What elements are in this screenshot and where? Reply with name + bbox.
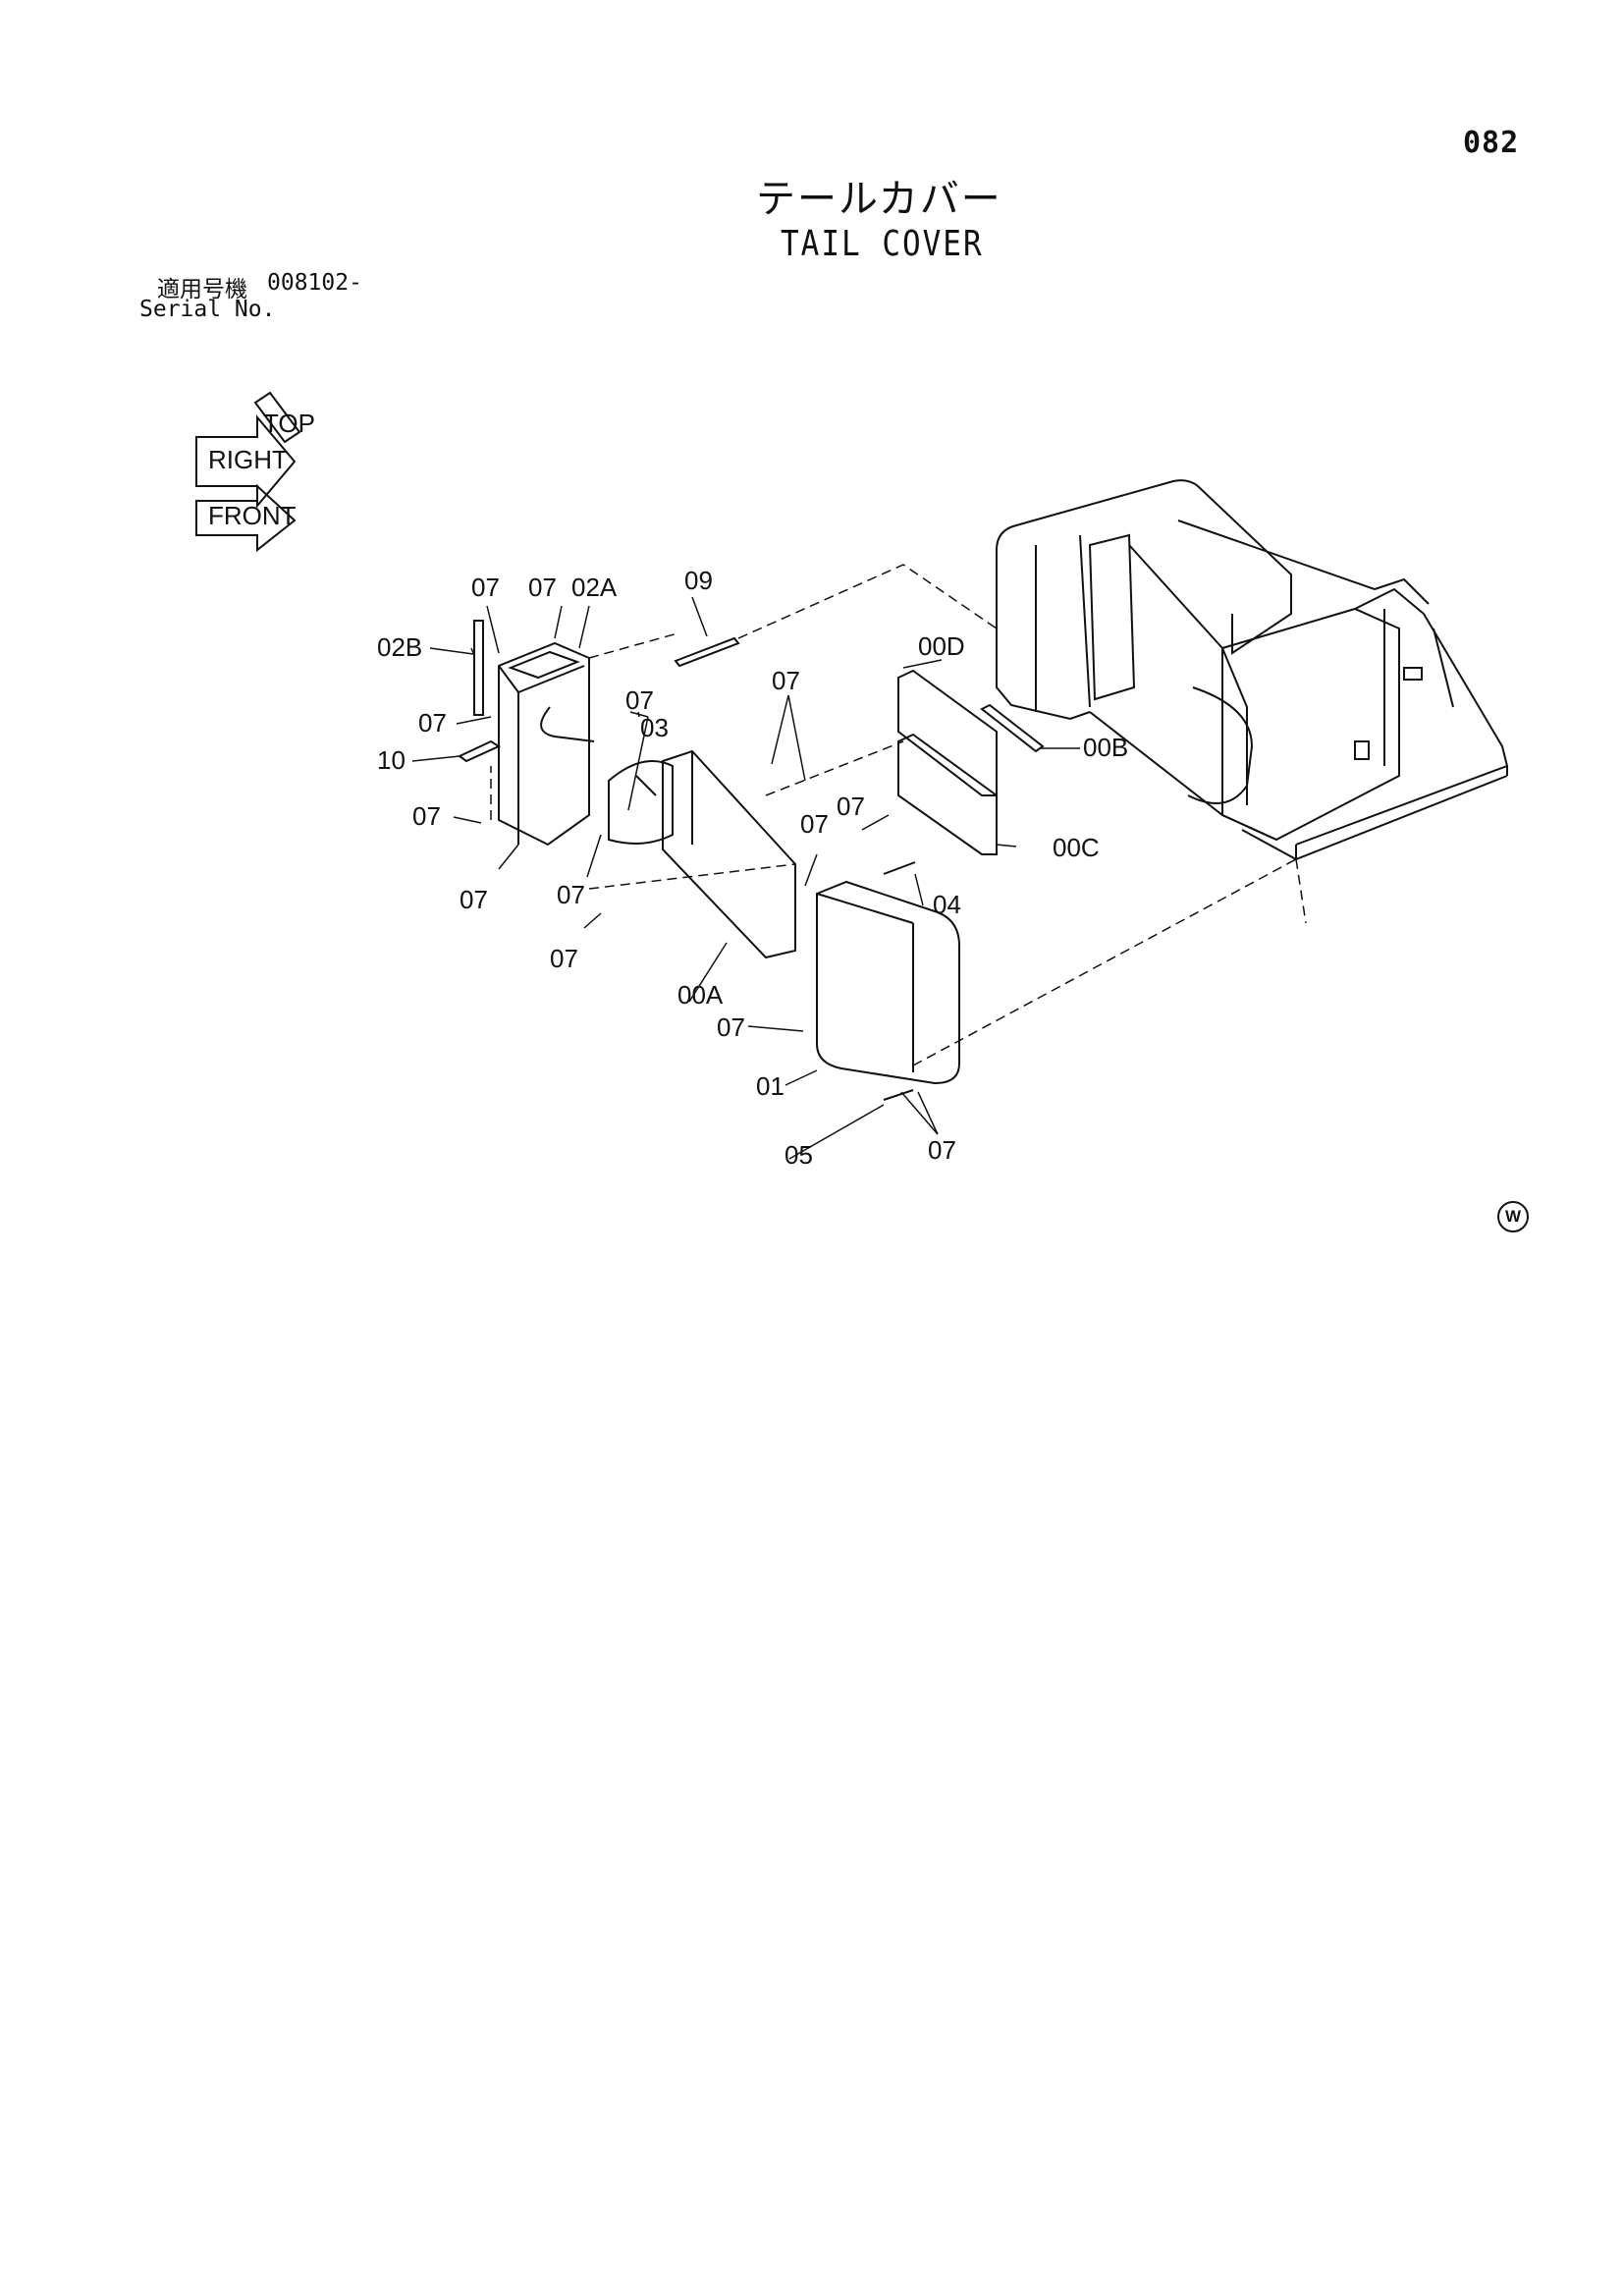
callout-07-m: 07 bbox=[928, 1135, 956, 1165]
orientation-label-right: RIGHT bbox=[208, 445, 288, 474]
callout-00B: 00B bbox=[1083, 733, 1128, 762]
callout-10: 10 bbox=[377, 745, 406, 775]
callout-02B: 02B bbox=[377, 632, 422, 662]
callout-07-a: 07 bbox=[471, 573, 500, 602]
part-03-guard bbox=[608, 760, 674, 845]
callout-04: 04 bbox=[933, 890, 961, 919]
part-05-plate bbox=[883, 1089, 914, 1101]
serial-value: 008102- bbox=[267, 270, 362, 296]
part-09-bar bbox=[674, 636, 740, 668]
part-02A-side-cover bbox=[498, 641, 595, 847]
orientation-label-front: FRONT bbox=[208, 501, 297, 530]
part-00A-panel bbox=[662, 749, 796, 959]
callout-02A: 02A bbox=[571, 573, 618, 602]
callout-07-k: 07 bbox=[837, 792, 865, 821]
callout-00C: 00C bbox=[1053, 833, 1100, 862]
callout-07-c: 07 bbox=[625, 685, 654, 715]
callout-07-e: 07 bbox=[412, 801, 441, 831]
callout-07-j: 07 bbox=[800, 809, 829, 839]
callout-05: 05 bbox=[784, 1140, 813, 1170]
title-japanese: テールカバー bbox=[756, 177, 1002, 222]
callout-00D: 00D bbox=[918, 631, 965, 661]
callout-07-g: 07 bbox=[557, 880, 585, 909]
callout-01: 01 bbox=[756, 1071, 784, 1101]
part-01-rear-cover bbox=[816, 880, 960, 1085]
part-04-plate bbox=[883, 861, 916, 875]
part-00B-strip bbox=[980, 703, 1045, 753]
serial-label-japanese: 適用号機 bbox=[157, 277, 247, 302]
callout-07-i: 07 bbox=[772, 666, 800, 695]
orientation-arrow-front bbox=[195, 483, 297, 553]
callout-07-b: 07 bbox=[528, 573, 557, 602]
part-00C-panel bbox=[897, 733, 998, 855]
callout-07-d: 07 bbox=[418, 708, 447, 738]
page-number: 082 bbox=[1463, 126, 1520, 160]
callout-07-l: 07 bbox=[717, 1012, 745, 1042]
part-10-bracket bbox=[458, 739, 502, 763]
part-02B-strip bbox=[473, 620, 484, 716]
orientation-label-top: TOP bbox=[263, 409, 315, 438]
orientation-arrow-top bbox=[253, 391, 301, 444]
callout-07-h: 07 bbox=[550, 944, 578, 973]
callout-09: 09 bbox=[684, 566, 713, 595]
watermark-symbol: W bbox=[1497, 1201, 1529, 1232]
title-english: TAIL COVER bbox=[781, 224, 984, 265]
orientation-arrow-body bbox=[195, 414, 297, 509]
part-00D-panel bbox=[897, 669, 998, 796]
upperstructure-frame bbox=[996, 479, 1509, 861]
callout-00A: 00A bbox=[677, 980, 724, 1010]
callout-03: 03 bbox=[640, 713, 669, 742]
orientation-indicator: RIGHT TOP FRONT bbox=[195, 391, 315, 553]
callout-07-f: 07 bbox=[460, 885, 488, 914]
serial-label-english: Serial No. bbox=[139, 297, 276, 322]
callout-leaders bbox=[411, 596, 1080, 1160]
assembly-lines bbox=[490, 564, 1307, 1066]
